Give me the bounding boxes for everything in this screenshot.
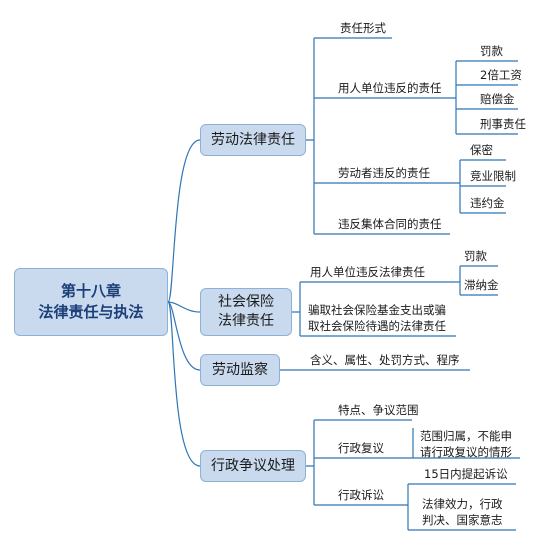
leaf-collective-contract: 违反集体合同的责任	[338, 217, 442, 231]
leaf-fraud-line2: 取社会保险待遇的法律责任	[308, 319, 446, 333]
leaf-litigation-effect-line2: 判决、国家意志	[422, 513, 503, 527]
node-labor-inspection: 劳动监察	[200, 354, 280, 386]
leaf-litigation-deadline: 15日内提起诉讼	[424, 467, 508, 481]
connector-admin-children	[306, 419, 412, 506]
connector-employer-items	[448, 60, 518, 135]
connector-root-admin	[167, 301, 201, 467]
leaf-admin-review: 行政复议	[338, 441, 384, 455]
leaf-employer-liability: 用人单位违反的责任	[338, 81, 442, 95]
leaf-double-wage: 2倍工资	[480, 68, 522, 82]
leaf-confidentiality: 保密	[470, 143, 493, 157]
connector-social-employer-items	[456, 265, 498, 296]
leaf-admin-features: 特点、争议范围	[338, 403, 419, 417]
leaf-non-compete: 竞业限制	[470, 169, 516, 183]
connector-worker-items	[452, 159, 506, 214]
leaf-criminal-liability: 刑事责任	[480, 117, 526, 131]
leaf-liability-form: 责任形式	[340, 21, 386, 35]
connector-root-labor	[167, 139, 201, 303]
leaf-penalty: 违约金	[470, 196, 505, 210]
leaf-inspection-detail: 含义、属性、处罚方式、程序	[310, 353, 460, 367]
leaf-social-employer: 用人单位违反法律责任	[310, 265, 425, 279]
leaf-litigation-effect-line1: 法律效力，行政	[422, 497, 503, 511]
root-title-line1: 第十八章	[60, 282, 121, 300]
node-admin-dispute-label: 行政争议处理	[211, 457, 295, 474]
leaf-compensation: 赔偿金	[480, 92, 515, 106]
connector-litigation-items	[400, 483, 516, 531]
node-labor-inspection-label: 劳动监察	[212, 361, 268, 378]
connector-root-social	[167, 301, 201, 313]
leaf-review-detail-line2: 请行政复议的情形	[420, 445, 512, 459]
leaf-review-detail: 范围归属，不能申 请行政复议的情形	[420, 428, 512, 460]
node-labor-liability-label: 劳动法律责任	[211, 131, 295, 148]
connector-review-detail	[405, 428, 520, 459]
root-node: 第十八章 法律责任与执法	[14, 268, 168, 336]
connector-labor-children	[306, 37, 452, 235]
leaf-worker-liability: 劳动者违反的责任	[338, 166, 430, 180]
connector-root-inspection	[167, 301, 201, 371]
root-title-line2: 法律责任与执法	[38, 303, 144, 321]
leaf-fine: 罚款	[480, 44, 503, 58]
leaf-litigation-effect: 法律效力，行政 判决、国家意志	[422, 496, 503, 528]
leaf-admin-litigation: 行政诉讼	[338, 488, 384, 502]
leaf-fraud-liability: 骗取社会保险基金支出或骗 取社会保险待遇的法律责任	[308, 302, 446, 334]
leaf-review-detail-line1: 范围归属，不能申	[420, 429, 512, 443]
node-admin-dispute: 行政争议处理	[200, 450, 306, 482]
node-social-insurance: 社会保险 法律责任	[200, 288, 292, 336]
leaf-fraud-line1: 骗取社会保险基金支出或骗	[308, 303, 446, 317]
node-labor-liability: 劳动法律责任	[200, 124, 306, 156]
node-social-line1: 社会保险	[218, 294, 274, 310]
connector-social-children	[292, 281, 456, 337]
leaf-late-fee: 滞纳金	[464, 278, 499, 292]
leaf-social-fine: 罚款	[464, 249, 487, 263]
node-social-line2: 法律责任	[218, 313, 274, 329]
